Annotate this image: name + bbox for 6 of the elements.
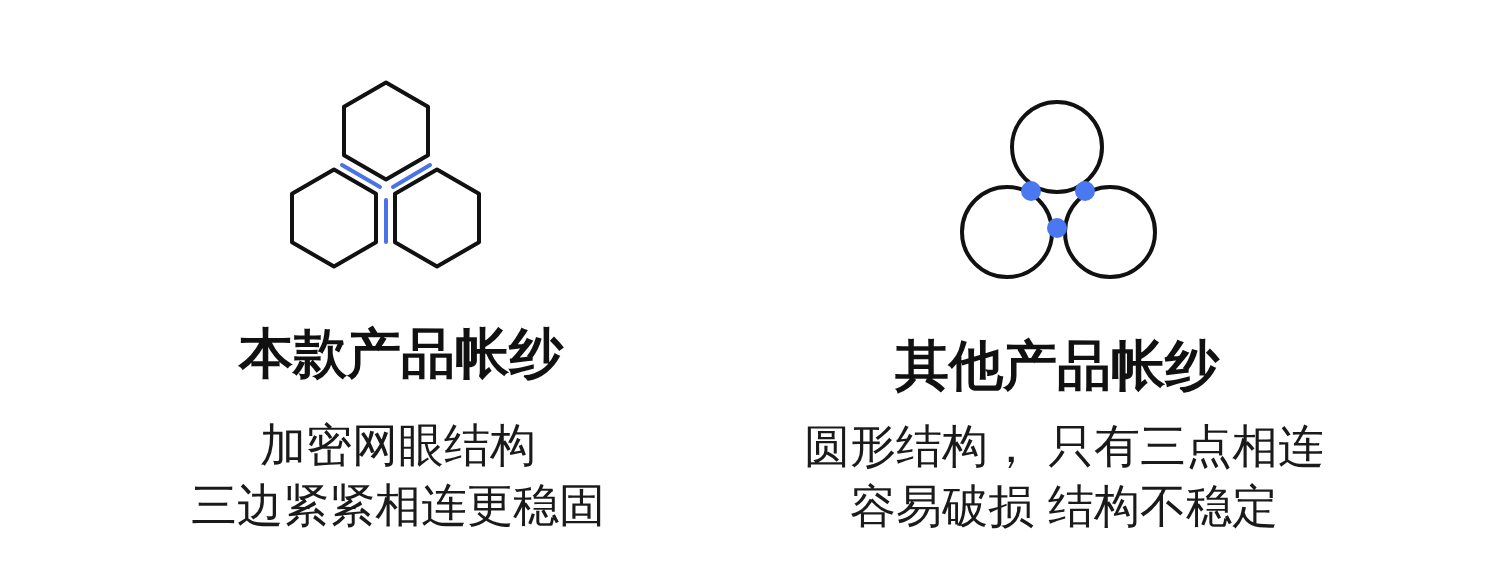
description-line: 三边紧紧相连更稳固 — [191, 478, 605, 532]
column-heading: 其他产品帐纱 — [895, 334, 1219, 398]
column-heading: 本款产品帐纱 — [239, 322, 563, 386]
description-line: 容易破损 结构不稳定 — [849, 479, 1279, 533]
description-line: 加密网眼结构 — [260, 418, 536, 472]
description-line: 圆形结构， 只有三点相连 — [803, 419, 1325, 473]
